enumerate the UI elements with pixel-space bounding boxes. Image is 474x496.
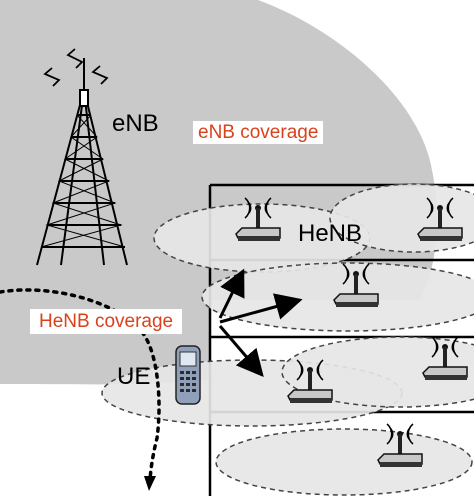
enb-label: eNB <box>112 110 159 137</box>
henb-coverage-floor4 <box>215 428 473 496</box>
mobile-phone-icon <box>175 345 201 405</box>
enb-coverage-label: eNB coverage <box>193 121 324 144</box>
ue-mobility-path <box>0 288 161 486</box>
ue-path-arrowhead <box>144 476 156 491</box>
enb-tower-icon <box>36 48 128 266</box>
coverage-arrows <box>218 268 303 378</box>
henb-label: HeNB <box>298 220 363 247</box>
ue-label: UE <box>117 363 151 390</box>
henb-coverage-label: HeNB coverage <box>30 309 183 334</box>
